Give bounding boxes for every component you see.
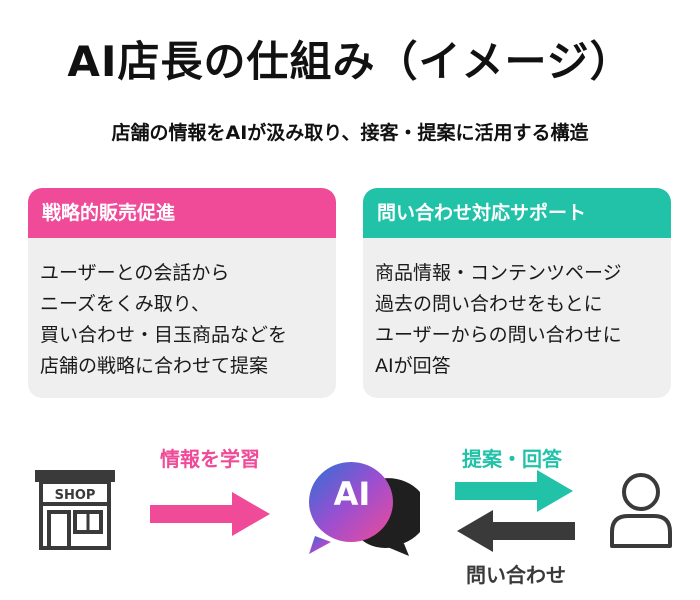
card-header: 戦略的販売促進 xyxy=(28,188,336,238)
card-line: AIが回答 xyxy=(375,355,451,377)
card-body: ユーザーとの会話から ニーズをくみ取り、 買い合わせ・目玉商品などを 店舗の戦略… xyxy=(28,238,336,382)
inquiry-label: 問い合わせ xyxy=(466,563,566,587)
answer-arrow-icon xyxy=(455,470,573,512)
ai-label: AI xyxy=(333,475,371,513)
card-line: 過去の問い合わせをもとに xyxy=(375,293,603,315)
card-line: 店舗の戦略に合わせて提案 xyxy=(40,355,269,377)
answer-label: 提案・回答 xyxy=(462,447,562,471)
inquiry-arrow-icon xyxy=(457,510,575,552)
card-inquiry-support: 問い合わせ対応サポート 商品情報・コンテンツページ 過去の問い合わせをもとに ユ… xyxy=(363,188,671,398)
learn-arrow-icon xyxy=(150,492,270,536)
learn-label: 情報を学習 xyxy=(160,447,260,471)
shop-sign-text: SHOP xyxy=(55,488,96,503)
card-line: ニーズをくみ取り、 xyxy=(40,293,211,315)
card-body: 商品情報・コンテンツページ 過去の問い合わせをもとに ユーザーからの問い合わせに… xyxy=(363,238,671,382)
page-subtitle: 店舗の情報をAIが汲み取り、接客・提案に活用する構造 xyxy=(111,122,589,144)
page-title: AI店長の仕組み（イメージ） xyxy=(67,37,633,86)
card-line: ユーザーからの問い合わせに xyxy=(375,324,622,346)
card-line: ユーザーとの会話から xyxy=(40,262,230,284)
card-header: 問い合わせ対応サポート xyxy=(363,188,671,238)
ai-chat-icon xyxy=(309,462,420,556)
shop-icon: SHOP xyxy=(35,470,115,550)
card-sales-promotion: 戦略的販売促進 ユーザーとの会話から ニーズをくみ取り、 買い合わせ・目玉商品な… xyxy=(28,188,336,398)
card-line: 商品情報・コンテンツページ xyxy=(375,262,622,284)
card-line: 買い合わせ・目玉商品などを xyxy=(40,324,288,346)
user-icon xyxy=(610,473,672,548)
